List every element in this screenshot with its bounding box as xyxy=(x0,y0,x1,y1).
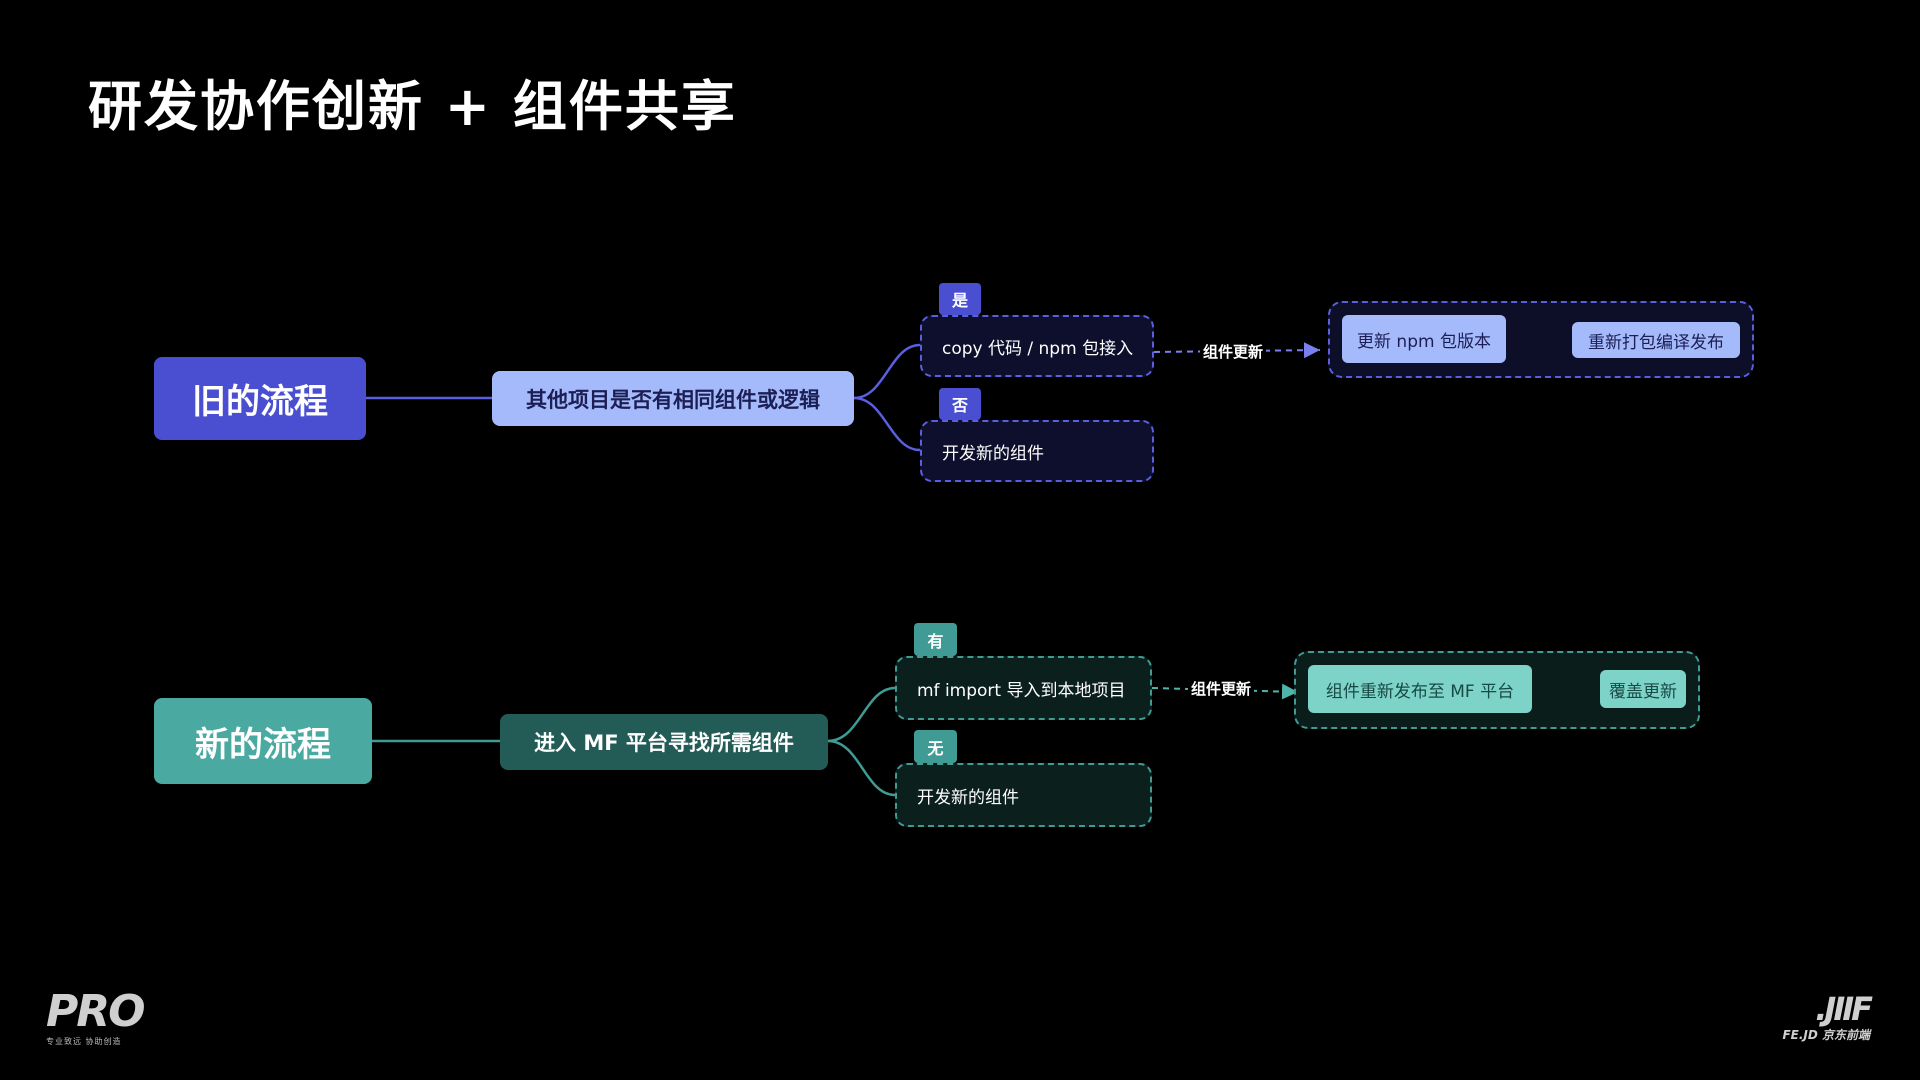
old-flow-root: 旧的流程 xyxy=(154,357,366,440)
pro-logo-subtitle: 专业致远 协助创造 xyxy=(46,1037,122,1046)
new-no-action: 开发新的组件 xyxy=(895,763,1152,827)
new-yes-action: mf import 导入到本地项目 xyxy=(895,656,1152,720)
old-question-to-yes-line xyxy=(853,343,921,400)
new-question-to-no-line xyxy=(827,739,896,797)
old-update-edge-label: 组件更新 xyxy=(1200,341,1267,362)
old-yes-action: copy 代码 / npm 包接入 xyxy=(920,315,1154,377)
old-yes-tag: 是 xyxy=(939,283,981,315)
old-update-step-2: 重新打包编译发布 xyxy=(1572,322,1740,358)
old-update-step-1: 更新 npm 包版本 xyxy=(1342,315,1506,363)
new-flow-root: 新的流程 xyxy=(154,698,372,784)
new-update-edge xyxy=(1151,683,1299,700)
new-yes-tag: 有 xyxy=(914,623,957,656)
new-flow-question: 进入 MF 平台寻找所需组件 xyxy=(500,714,828,770)
old-question-to-no-line xyxy=(853,396,921,452)
fejd-logo: .JIIF FE.JD 京东前端 xyxy=(1726,990,1873,1046)
pro-logo-text: PRO xyxy=(46,986,146,1037)
new-update-step-1: 组件重新发布至 MF 平台 xyxy=(1308,665,1532,713)
old-flow-question: 其他项目是否有相同组件或逻辑 xyxy=(492,371,854,426)
new-update-step-2: 覆盖更新 xyxy=(1600,670,1686,708)
new-no-action-label: 开发新的组件 xyxy=(917,787,1019,808)
new-update-edge-label: 组件更新 xyxy=(1188,678,1255,699)
fejd-logo-mark: .JIIF xyxy=(1815,990,1873,1028)
old-yes-action-label: copy 代码 / npm 包接入 xyxy=(942,338,1134,359)
old-no-action-label: 开发新的组件 xyxy=(942,443,1044,464)
new-question-to-yes-line xyxy=(827,686,896,743)
pro-logo: PRO 专业致远 协助创造 xyxy=(46,986,146,1047)
fejd-logo-subtitle: FE.JD 京东前端 xyxy=(1782,1028,1870,1042)
old-update-edge xyxy=(1153,342,1321,359)
page-title: 研发协作创新 + 组件共享 xyxy=(88,75,737,138)
new-no-tag: 无 xyxy=(914,730,957,763)
old-no-tag: 否 xyxy=(939,388,981,420)
old-no-action: 开发新的组件 xyxy=(920,420,1154,482)
new-yes-action-label: mf import 导入到本地项目 xyxy=(917,680,1126,701)
